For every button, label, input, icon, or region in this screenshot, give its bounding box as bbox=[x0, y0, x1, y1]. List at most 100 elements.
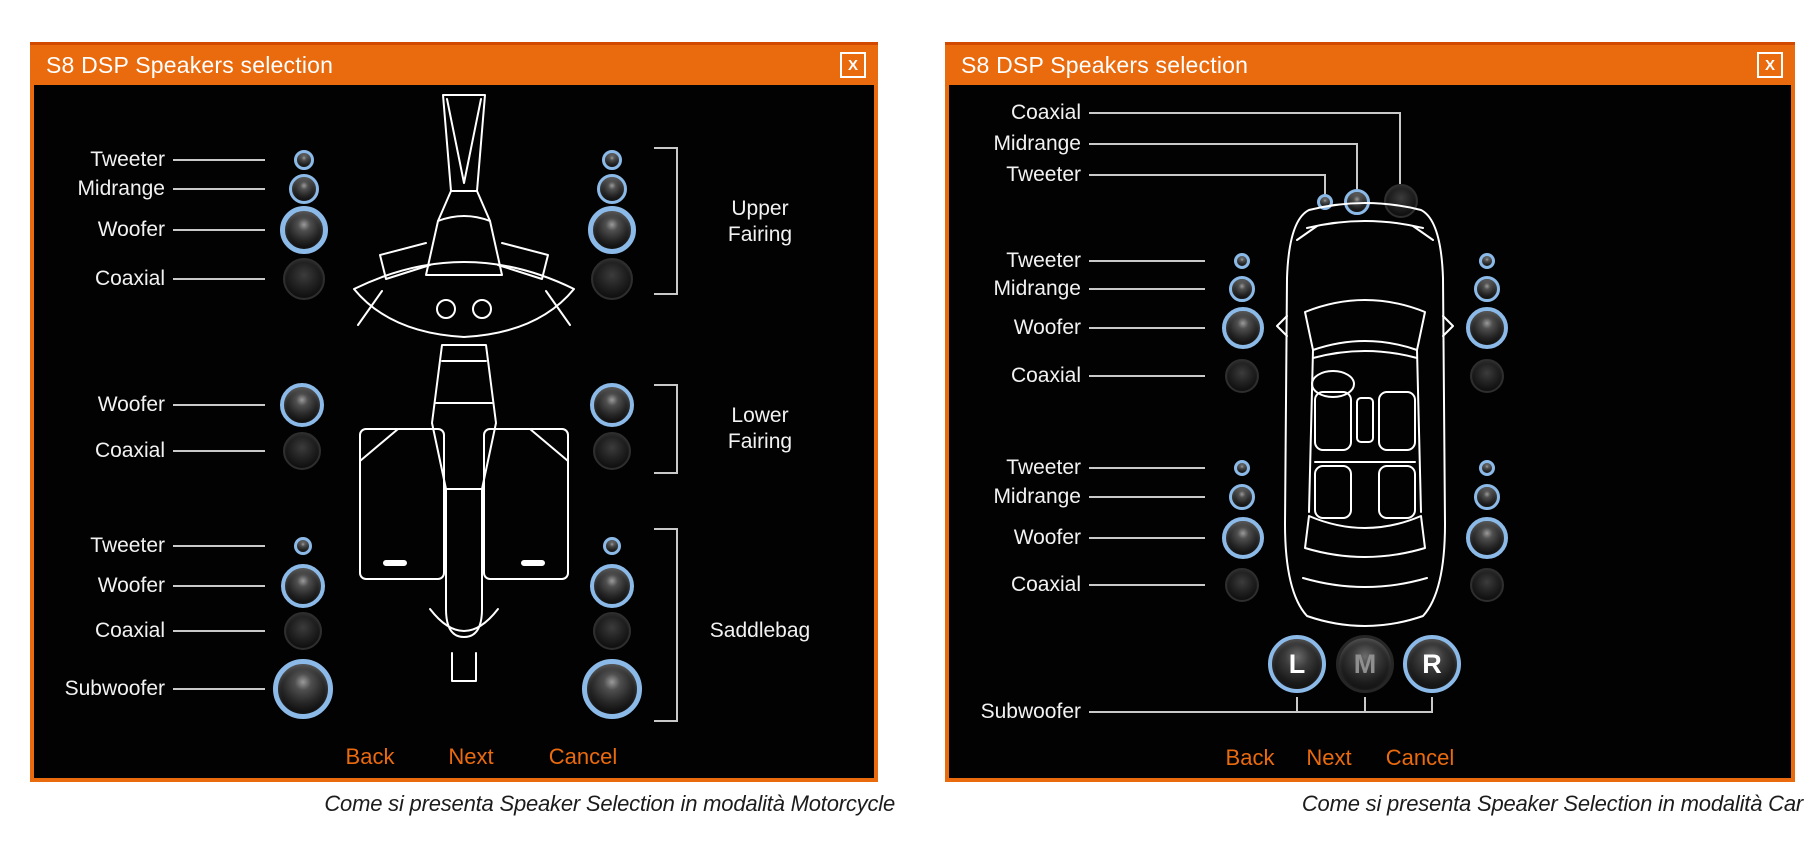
rear-right-tweeter-speaker-icon[interactable] bbox=[1479, 460, 1495, 476]
saddlebag-left-coaxial-speaker-icon[interactable] bbox=[284, 612, 322, 650]
front-right-tweeter-speaker-icon[interactable] bbox=[1479, 253, 1495, 269]
leader-line bbox=[1356, 143, 1358, 189]
rear-right-woofer-speaker-icon[interactable] bbox=[1466, 517, 1508, 559]
saddlebag-left-tweeter-speaker-icon[interactable] bbox=[294, 537, 312, 555]
speaker-label: Midrange bbox=[993, 132, 1081, 155]
rear-left-tweeter-speaker-icon[interactable] bbox=[1234, 460, 1250, 476]
lower-right-woofer-speaker-icon[interactable] bbox=[590, 383, 634, 427]
speaker-label: Coaxial bbox=[1010, 364, 1081, 387]
leader-line bbox=[1296, 697, 1298, 712]
row-lower-woofer: Woofer bbox=[60, 393, 265, 417]
rear-left-midrange-speaker-icon[interactable] bbox=[1229, 484, 1255, 510]
row-front-midrange: Midrange bbox=[977, 277, 1205, 301]
saddlebag-right-tweeter-speaker-icon[interactable] bbox=[603, 537, 621, 555]
car-caption: Come si presenta Speaker Selection in mo… bbox=[1301, 791, 1803, 816]
upper-left-coaxial-speaker-icon[interactable] bbox=[283, 258, 325, 300]
row-rear-midrange: Midrange bbox=[977, 485, 1205, 509]
subwoofer-left-channel-button[interactable]: L bbox=[1268, 635, 1326, 693]
speaker-label: Midrange bbox=[77, 177, 165, 200]
upper-right-coaxial-speaker-icon[interactable] bbox=[591, 258, 633, 300]
rear-left-woofer-speaker-icon[interactable] bbox=[1222, 517, 1264, 559]
leader-line bbox=[173, 404, 265, 406]
channel-letter: R bbox=[1422, 648, 1442, 679]
speaker-label: Tweeter bbox=[1006, 163, 1081, 186]
speaker-label: Midrange bbox=[993, 485, 1081, 508]
lower-fairing-bracket bbox=[654, 384, 678, 474]
speaker-label: Coaxial bbox=[1010, 101, 1081, 124]
leader-line bbox=[1431, 697, 1433, 712]
window-title: S8 DSP Speakers selection bbox=[961, 51, 1249, 78]
motorcycle-caption: Come si presenta Speaker Selection in mo… bbox=[324, 791, 895, 816]
zone-label-saddlebag: Saddlebag bbox=[709, 619, 811, 642]
close-button[interactable]: X bbox=[840, 52, 866, 78]
saddlebag-right-woofer-speaker-icon[interactable] bbox=[590, 564, 634, 608]
leader-line bbox=[173, 278, 265, 280]
channel-letter: M bbox=[1353, 648, 1377, 679]
next-button[interactable]: Next bbox=[1306, 745, 1352, 770]
rear-right-midrange-speaker-icon[interactable] bbox=[1474, 484, 1500, 510]
row-upper-tweeter: Tweeter bbox=[60, 148, 265, 172]
leader-line bbox=[1089, 174, 1326, 176]
car-content: Coaxial Midrange Tweeter Tweeter Midrang… bbox=[949, 85, 1791, 778]
speaker-label: Woofer bbox=[97, 218, 165, 241]
rear-right-coaxial-speaker-icon[interactable] bbox=[1470, 568, 1504, 602]
upper-left-tweeter-speaker-icon[interactable] bbox=[294, 150, 314, 170]
lower-left-coaxial-speaker-icon[interactable] bbox=[283, 432, 321, 470]
upper-left-midrange-speaker-icon[interactable] bbox=[289, 174, 319, 204]
titlebar: S8 DSP Speakers selection X bbox=[949, 45, 1791, 85]
leader-line bbox=[1089, 288, 1205, 290]
speaker-label: Tweeter bbox=[1006, 456, 1081, 479]
subwoofer-mono-channel-button[interactable]: M bbox=[1336, 635, 1394, 693]
next-button[interactable]: Next bbox=[448, 744, 494, 769]
back-button[interactable]: Back bbox=[1225, 745, 1275, 770]
row-front-coaxial: Coaxial bbox=[977, 364, 1205, 388]
saddlebag-right-coaxial-speaker-icon[interactable] bbox=[593, 612, 631, 650]
speaker-selection-window-motorcycle: S8 DSP Speakers selection X Tweeter Midr… bbox=[30, 42, 878, 782]
front-left-woofer-speaker-icon[interactable] bbox=[1222, 307, 1264, 349]
speaker-label: Coaxial bbox=[94, 439, 165, 462]
car-diagram bbox=[1276, 202, 1454, 627]
leader-line bbox=[1089, 467, 1205, 469]
lower-right-coaxial-speaker-icon[interactable] bbox=[593, 432, 631, 470]
front-left-coaxial-speaker-icon[interactable] bbox=[1225, 359, 1259, 393]
front-left-tweeter-speaker-icon[interactable] bbox=[1234, 253, 1250, 269]
speaker-label: Woofer bbox=[1013, 316, 1081, 339]
cancel-button[interactable]: Cancel bbox=[1385, 745, 1455, 770]
row-dash-coaxial: Coaxial bbox=[977, 101, 1401, 125]
leader-line bbox=[173, 630, 265, 632]
subwoofer-right-channel-button[interactable]: R bbox=[1403, 635, 1461, 693]
front-right-midrange-speaker-icon[interactable] bbox=[1474, 276, 1500, 302]
saddlebag-right-subwoofer-speaker-icon[interactable] bbox=[582, 659, 642, 719]
dash-midrange-speaker-icon[interactable] bbox=[1344, 189, 1370, 215]
row-rear-tweeter: Tweeter bbox=[977, 456, 1205, 480]
upper-right-tweeter-speaker-icon[interactable] bbox=[602, 150, 622, 170]
saddlebag-left-subwoofer-speaker-icon[interactable] bbox=[273, 659, 333, 719]
leader-line bbox=[1399, 112, 1401, 184]
leader-line bbox=[1089, 260, 1205, 262]
leader-line bbox=[173, 585, 265, 587]
front-right-woofer-speaker-icon[interactable] bbox=[1466, 307, 1508, 349]
titlebar: S8 DSP Speakers selection X bbox=[34, 45, 874, 85]
speaker-label: Tweeter bbox=[90, 148, 165, 171]
leader-line bbox=[173, 229, 265, 231]
upper-right-woofer-speaker-icon[interactable] bbox=[588, 206, 636, 254]
close-button[interactable]: X bbox=[1757, 52, 1783, 78]
front-right-coaxial-speaker-icon[interactable] bbox=[1470, 359, 1504, 393]
upper-left-woofer-speaker-icon[interactable] bbox=[280, 206, 328, 254]
row-subwoofer: Subwoofer bbox=[977, 700, 1433, 724]
lower-left-woofer-speaker-icon[interactable] bbox=[280, 383, 324, 427]
cancel-button[interactable]: Cancel bbox=[548, 744, 618, 769]
row-dash-tweeter: Tweeter bbox=[977, 163, 1326, 187]
front-left-midrange-speaker-icon[interactable] bbox=[1229, 276, 1255, 302]
speaker-label: Woofer bbox=[97, 393, 165, 416]
upper-fairing-bracket bbox=[654, 147, 678, 295]
upper-right-midrange-speaker-icon[interactable] bbox=[597, 174, 627, 204]
row-front-tweeter: Tweeter bbox=[977, 249, 1205, 273]
speaker-label: Subwoofer bbox=[980, 700, 1081, 723]
rear-left-coaxial-speaker-icon[interactable] bbox=[1225, 568, 1259, 602]
saddlebag-left-woofer-speaker-icon[interactable] bbox=[281, 564, 325, 608]
back-button[interactable]: Back bbox=[345, 744, 395, 769]
leader-line bbox=[173, 188, 265, 190]
dash-coaxial-speaker-icon[interactable] bbox=[1384, 184, 1418, 218]
speaker-label: Woofer bbox=[97, 574, 165, 597]
